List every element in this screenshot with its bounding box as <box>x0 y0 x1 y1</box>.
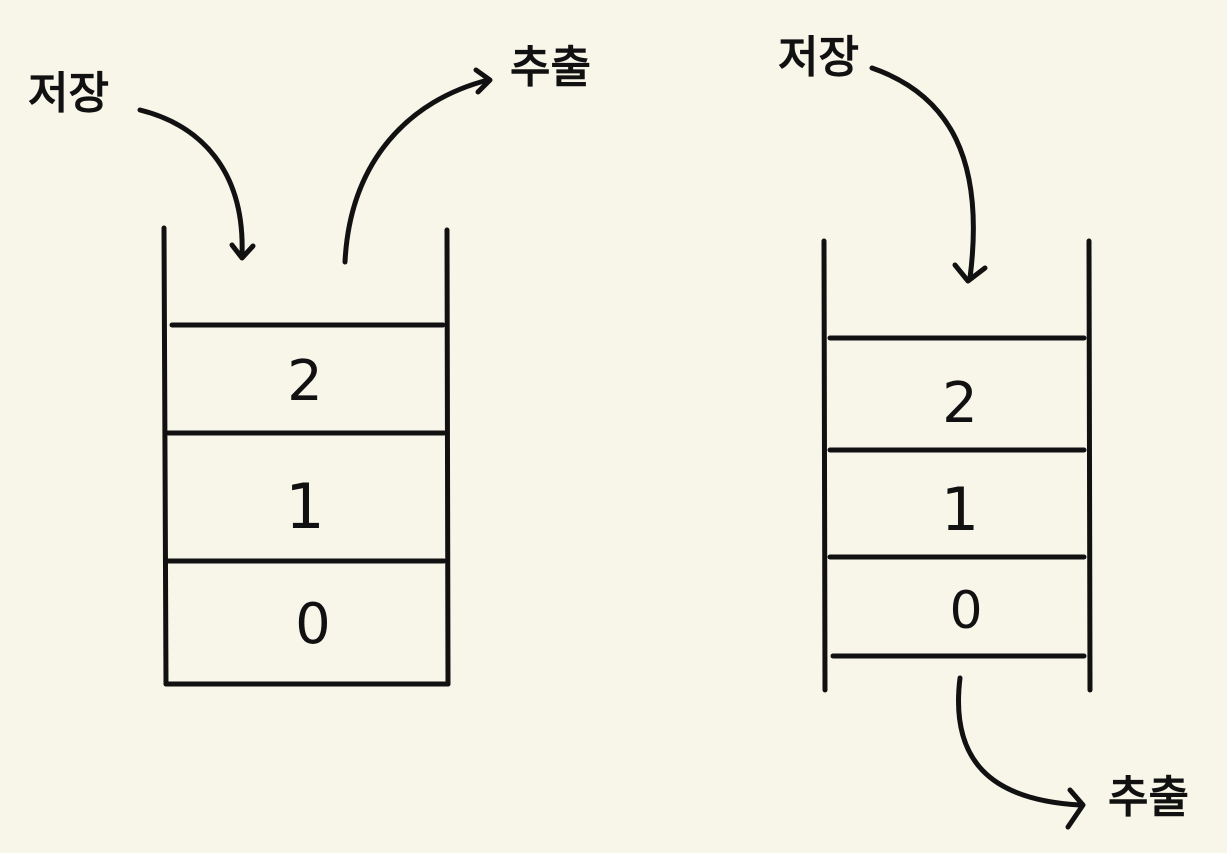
queue-pop-arrowhead <box>1065 787 1086 830</box>
stack-pop-arrowhead <box>473 67 493 95</box>
queue-push-label: 저장 <box>778 32 859 83</box>
stack-push-arrowhead <box>229 242 256 261</box>
queue-cell-bottom: 0 <box>949 581 982 641</box>
stack-push-arrow <box>137 107 245 258</box>
queue-push-arrow <box>869 65 976 281</box>
stack-cell-top: 2 <box>287 349 323 414</box>
queue-pop-arrow <box>956 675 1083 808</box>
stack-right-wall <box>444 227 451 687</box>
queue-right-wall <box>1086 238 1093 693</box>
stack-push-label: 저장 <box>28 68 109 119</box>
stack-diagram: 2 1 0 저장 추출 <box>28 42 591 687</box>
stack-left-wall <box>161 225 169 687</box>
queue-cell-top: 2 <box>942 371 978 436</box>
stack-cell-middle: 1 <box>285 470 324 543</box>
queue-push-arrowhead <box>952 262 988 284</box>
stack-cell-bottom: 0 <box>295 592 331 657</box>
queue-cell-middle: 1 <box>941 475 979 545</box>
stack-pop-label: 추출 <box>510 42 591 93</box>
stack-pop-arrow <box>342 77 491 265</box>
queue-left-wall <box>821 238 828 693</box>
queue-pop-label: 추출 <box>1108 772 1189 823</box>
queue-diagram: 2 1 0 저장 추출 <box>778 32 1189 830</box>
